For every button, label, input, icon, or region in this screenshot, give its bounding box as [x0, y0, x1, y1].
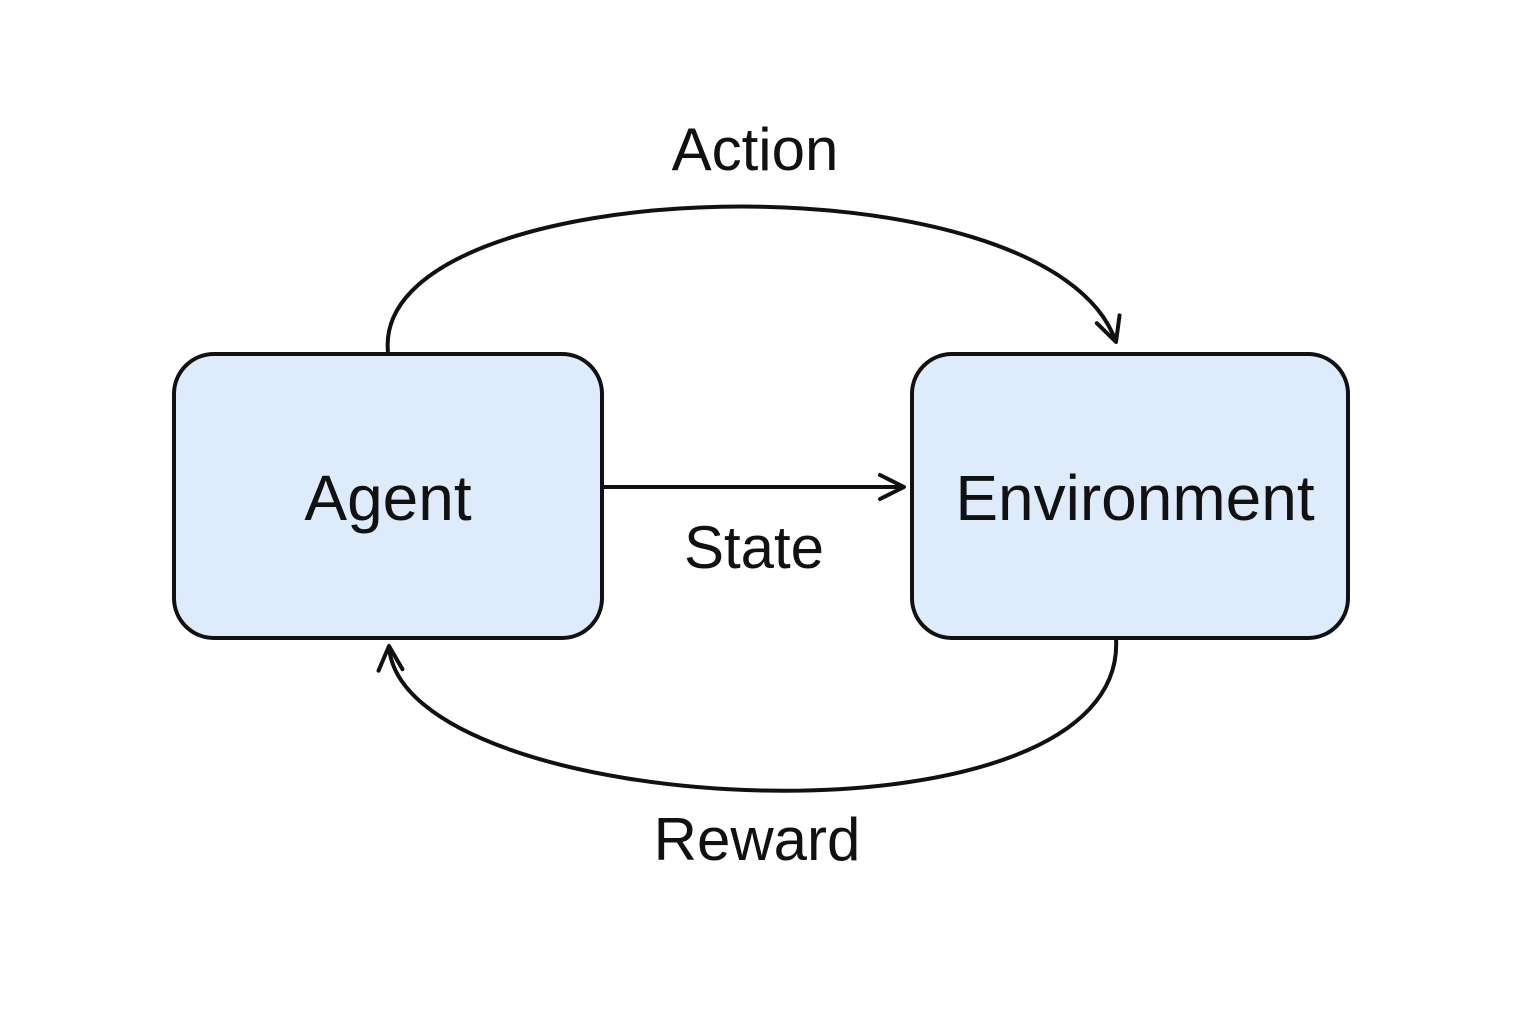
agent-node: Agent [172, 352, 604, 640]
reward-arrow [376, 637, 1119, 793]
reward-label: Reward [654, 806, 861, 873]
action-label: Action [672, 116, 839, 183]
action-arrow [385, 204, 1122, 353]
environment-label: Environment [955, 462, 1315, 534]
environment-box [910, 352, 1350, 640]
agent-label: Agent [304, 462, 471, 534]
state-label: State [684, 514, 824, 581]
agent-box [172, 352, 604, 640]
environment-node: Environment [910, 352, 1350, 640]
